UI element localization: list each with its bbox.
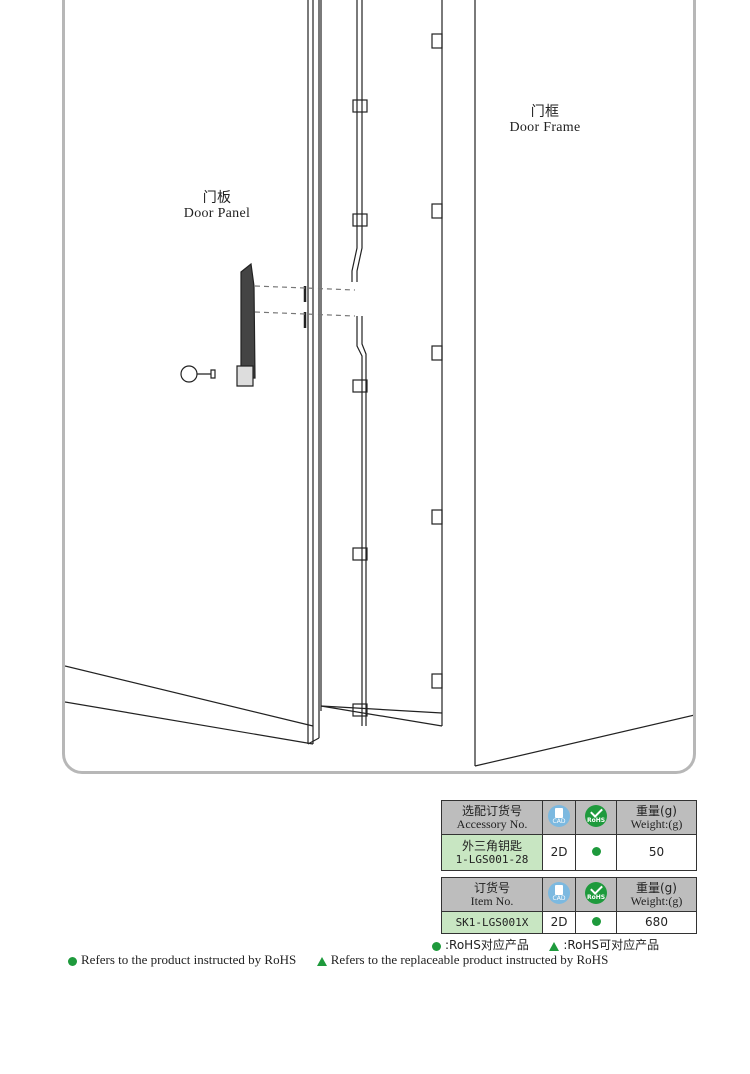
cad-icon: CAD	[542, 877, 576, 912]
accessory-table: 选配订货号 Accessory No. CAD RoHS 重量(g) Weigh…	[441, 800, 697, 871]
accessory-header-item: 选配订货号 Accessory No.	[441, 800, 543, 835]
green-dot-icon	[68, 956, 77, 966]
item-weight-cell: 680	[616, 911, 697, 934]
item-rohs-cell	[575, 911, 617, 934]
green-triangle-icon	[316, 956, 327, 966]
door-frame-label-en: Door Frame	[509, 120, 581, 135]
door-panel-label: 门板 Door Panel	[137, 190, 297, 222]
cad-icon: CAD	[542, 800, 576, 835]
lock-handle	[240, 262, 256, 379]
floor-line-left	[65, 665, 314, 727]
door-frame-label: 门框 Door Frame	[465, 104, 625, 136]
floor-line-right	[474, 714, 693, 767]
accessory-weight-cell: 50	[616, 834, 697, 871]
green-dot-icon	[432, 941, 441, 951]
door-frame-label-cn: 门框	[530, 104, 560, 120]
assembly-diagram: 门框 Door Frame 门板 Door Panel	[62, 0, 696, 774]
item-cad-cell: 2D	[542, 911, 576, 934]
lock-rod-upper	[351, 0, 363, 282]
item-header-weight: 重量(g) Weight:(g)	[616, 877, 697, 912]
rohs-dot-icon	[591, 847, 601, 856]
item-table: 订货号 Item No. CAD RoHS 重量(g) Weight:(g) S…	[441, 877, 697, 934]
rohs-icon: RoHS	[575, 877, 617, 912]
triangle-key	[180, 365, 198, 383]
rohs-icon: RoHS	[575, 800, 617, 835]
door-panel-label-cn: 门板	[202, 190, 232, 206]
accessory-rohs-cell	[575, 834, 617, 871]
rohs-dot-icon	[591, 917, 601, 926]
door-assembly-drawing	[65, 0, 693, 767]
legend-en: Refers to the product instructed by RoHS…	[68, 952, 608, 968]
item-header-item: 订货号 Item No.	[441, 877, 543, 912]
accessory-code-cell: 外三角钥匙 1-LGS001-28	[441, 834, 543, 871]
lock-rod-lower	[356, 316, 367, 726]
accessory-cad-cell: 2D	[542, 834, 576, 871]
accessory-header-weight: 重量(g) Weight:(g)	[616, 800, 697, 835]
door-panel-label-en: Door Panel	[183, 206, 251, 221]
legend-cn: :RoHS对应产品 :RoHS可对应产品	[432, 936, 659, 953]
green-triangle-icon	[549, 941, 560, 951]
item-code-cell: SK1-LGS001X	[441, 911, 543, 934]
door-panel-edge	[307, 0, 320, 744]
